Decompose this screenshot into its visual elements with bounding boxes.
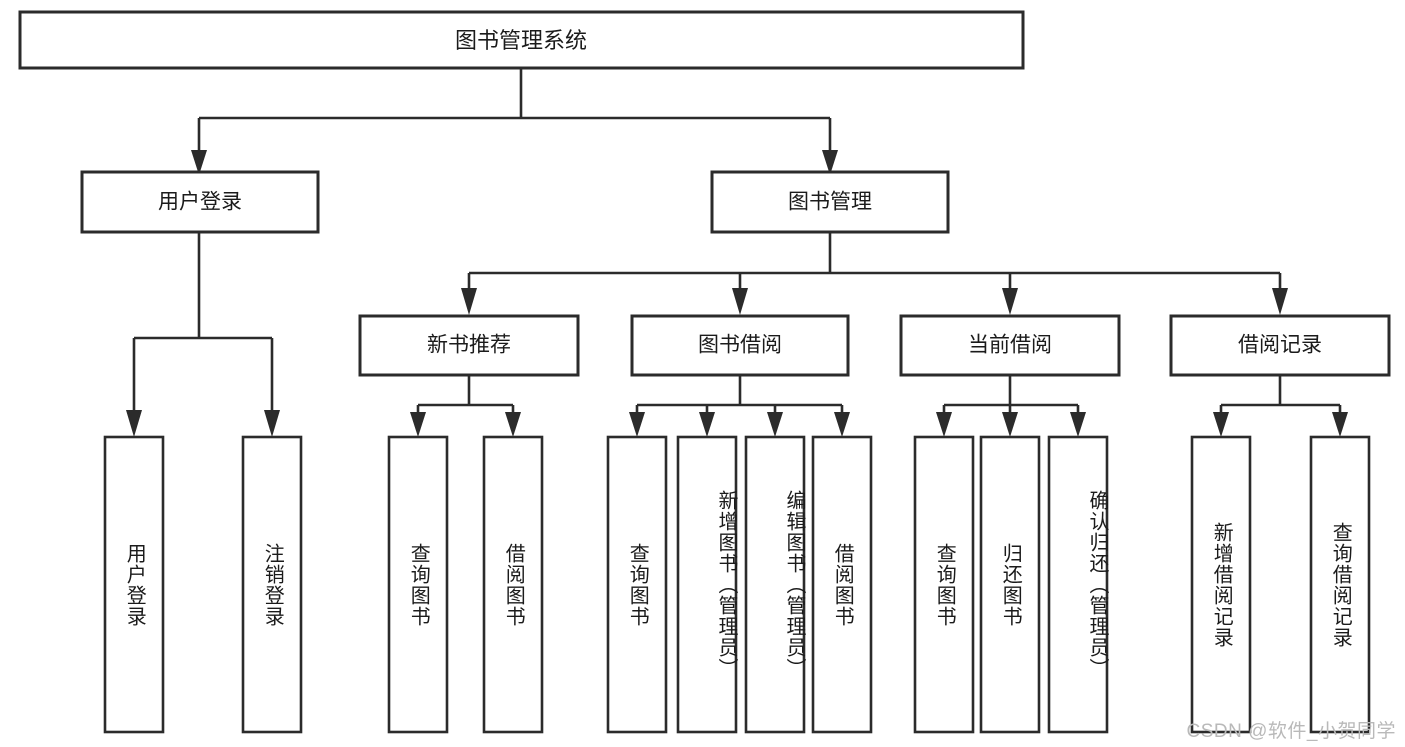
node-borrow-record[interactable]: 借阅记录 [1169,314,1391,377]
leaf-box-query-book-1[interactable] [387,435,449,734]
node-book-manage-label: 图书管理 [788,191,872,214]
leaf-boxes-user-login [103,435,303,734]
node-user-login-label: 用户登录 [158,191,242,214]
connectors-book-manage [461,232,1288,315]
leaf-box-add-book[interactable] [676,435,738,734]
node-current-borrow[interactable]: 当前借阅 [899,314,1121,377]
leaf-box-query-record[interactable] [1309,435,1371,734]
leaf-box-borrow-book-1[interactable] [482,435,544,734]
leaf-box-query-book-2[interactable] [606,435,668,734]
csdn-watermark: CSDN @软件_小贺同学 [1186,721,1396,742]
connectors-borrow-record [1213,375,1348,437]
connectors-new-book-recommend [410,375,521,437]
leaf-boxes-book-borrow [606,435,873,734]
leaf-box-return-book[interactable] [979,435,1041,734]
connectors-user-login [126,232,280,437]
node-book-manage[interactable]: 图书管理 [710,170,950,234]
node-borrow-record-label: 借阅记录 [1238,334,1322,357]
leaf-box-user-login[interactable] [103,435,165,734]
node-root[interactable]: 图书管理系统 [18,10,1025,70]
connectors-level1 [191,68,838,175]
leaf-boxes-current-borrow [913,435,1109,734]
leaf-box-add-record[interactable] [1190,435,1252,734]
leaf-box-edit-book[interactable] [744,435,806,734]
connectors-book-borrow [629,375,850,437]
leaf-boxes-new-book-recommend [387,435,544,734]
node-book-borrow-label: 图书借阅 [698,334,782,357]
node-root-label: 图书管理系统 [455,28,587,53]
node-new-book-recommend[interactable]: 新书推荐 [358,314,580,377]
connectors-current-borrow [936,375,1086,437]
node-current-borrow-label: 当前借阅 [968,334,1052,357]
leaf-box-query-book-3[interactable] [913,435,975,734]
leaf-box-confirm-return[interactable] [1047,435,1109,734]
node-user-login[interactable]: 用户登录 [80,170,320,234]
node-new-book-recommend-label: 新书推荐 [427,334,511,357]
leaf-box-borrow-book-2[interactable] [811,435,873,734]
leaf-boxes-borrow-record [1190,435,1371,734]
node-book-borrow[interactable]: 图书借阅 [630,314,850,377]
leaf-box-user-logout[interactable] [241,435,303,734]
